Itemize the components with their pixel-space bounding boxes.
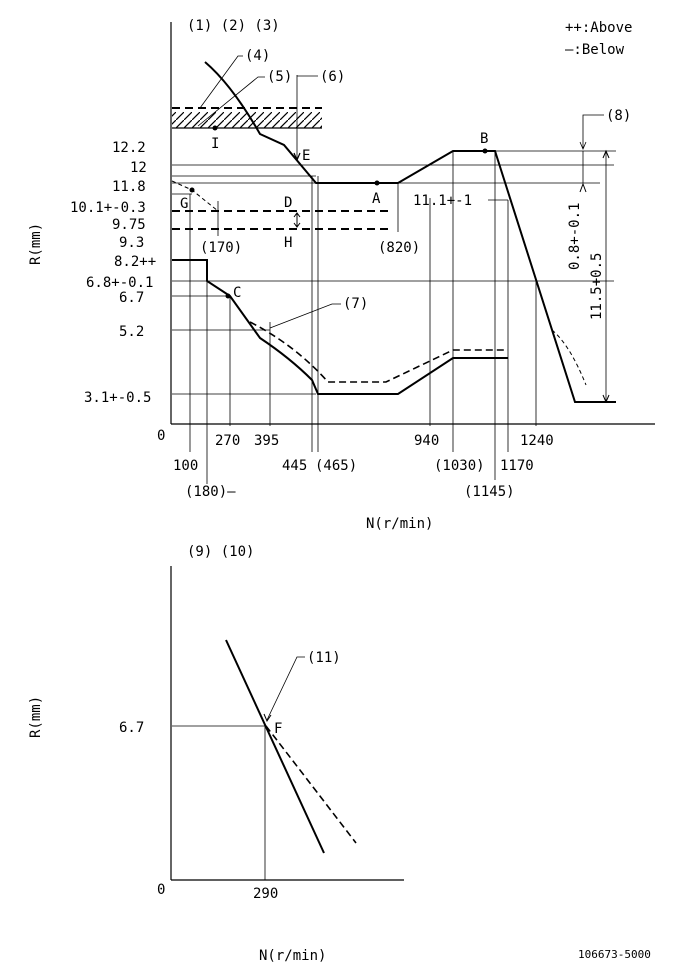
upper-curve-tail-dashed [551,329,587,386]
point-e-label: E [302,148,310,164]
bottom-x-axis-title: N(r/min) [259,948,326,964]
x-label-395: 395 [254,433,279,449]
point-c-label: C [233,285,241,301]
x-label-100: 100 [173,458,198,474]
x-label-465: (465) [315,458,357,474]
callout-8-leader [579,114,604,151]
point-b-marker [482,148,488,154]
top-chart: (1) (2) (3) ++:Above —:Below R(mm) N(r/m… [28,18,655,532]
arrow-e [293,152,301,162]
x-label-1030: (1030) [434,458,485,474]
point-g-marker [189,187,195,193]
callout-11: (11) [307,650,341,666]
label-11-1: 11.1+-1 [413,193,472,209]
point-c-marker [225,293,231,299]
bottom-x-label-290: 290 [253,886,278,902]
lower-curve-dashed [249,321,508,383]
upper-curve-g-dashed [171,180,219,212]
callout-11-arrow [263,713,272,723]
x-label-1240: 1240 [520,433,554,449]
dim-arrow-0-8 [579,182,587,193]
point-i-marker [212,125,218,131]
x-label-270: 270 [215,433,240,449]
label-820: (820) [378,240,420,256]
point-b-label: B [480,131,488,147]
dim-label-0-8: 0.8+-0.1 [567,203,583,270]
dim-label-11-5: 11.5+0.5 [589,253,605,320]
bottom-chart: (9) (10) R(mm) N(r/min) 0 F 6.7 290 (11) [28,544,404,964]
bottom-origin-label: 0 [157,882,165,898]
callout-4-leader [199,55,243,109]
callout-7: (7) [343,296,368,312]
point-a-marker [374,180,380,186]
y-label-6-8: 6.8+-0.1 [86,275,153,291]
bottom-y-label-6-7: 6.7 [119,720,144,736]
label-170: (170) [200,240,242,256]
callout-11-leader [266,656,305,721]
y-label-12-2: 12.2 [112,140,146,156]
bottom-group-labels: (9) (10) [187,544,254,560]
dim-arrows-11-5 [602,149,610,404]
callout-7-leader [269,303,341,329]
top-origin-label: 0 [157,428,165,444]
point-h-label: H [284,235,292,251]
lower-curve [172,259,508,395]
x-label-940: 940 [414,433,439,449]
y-label-12: 12 [130,160,147,176]
top-group-labels: (1) (2) (3) [187,18,280,34]
legend-above: ++:Above [565,20,632,36]
legend-below: —:Below [565,42,625,58]
point-a-label: A [372,191,381,207]
callout-6: (6) [320,69,345,85]
hatched-band [172,112,322,128]
y-label-9-3: 9.3 [119,235,144,251]
x-label-445: 445 [282,458,307,474]
y-label-10-1: 10.1+-0.3 [70,200,146,216]
callout-5-leader [197,76,265,127]
upper-curve [204,61,616,403]
point-f-label: F [274,721,282,737]
x-label-1170: 1170 [500,458,534,474]
callout-4: (4) [245,48,270,64]
point-g-label: G [180,196,188,212]
y-label-3-1: 3.1+-0.5 [84,390,151,406]
callout-5: (5) [267,69,292,85]
y-label-6-7: 6.7 [119,290,144,306]
bottom-y-axis-title: R(mm) [28,696,44,738]
y-label-5-2: 5.2 [119,324,144,340]
y-label-9-75: 9.75 [112,217,146,233]
point-i-label: I [211,136,219,152]
drawing-code: 106673-5000 [578,948,651,961]
bottom-solid-line [225,639,325,854]
y-label-11-8: 11.8 [112,179,146,195]
x-label-1145: (1145) [464,484,515,500]
point-d-label: D [284,195,292,211]
y-label-8-2: 8.2++ [114,254,156,270]
top-y-axis-title: R(mm) [28,223,44,265]
arrow-d-h [293,212,301,228]
x-label-180: (180)— [185,484,236,500]
bottom-dashed-line [265,725,357,844]
callout-8: (8) [606,108,631,124]
top-x-axis-title: N(r/min) [366,516,433,532]
